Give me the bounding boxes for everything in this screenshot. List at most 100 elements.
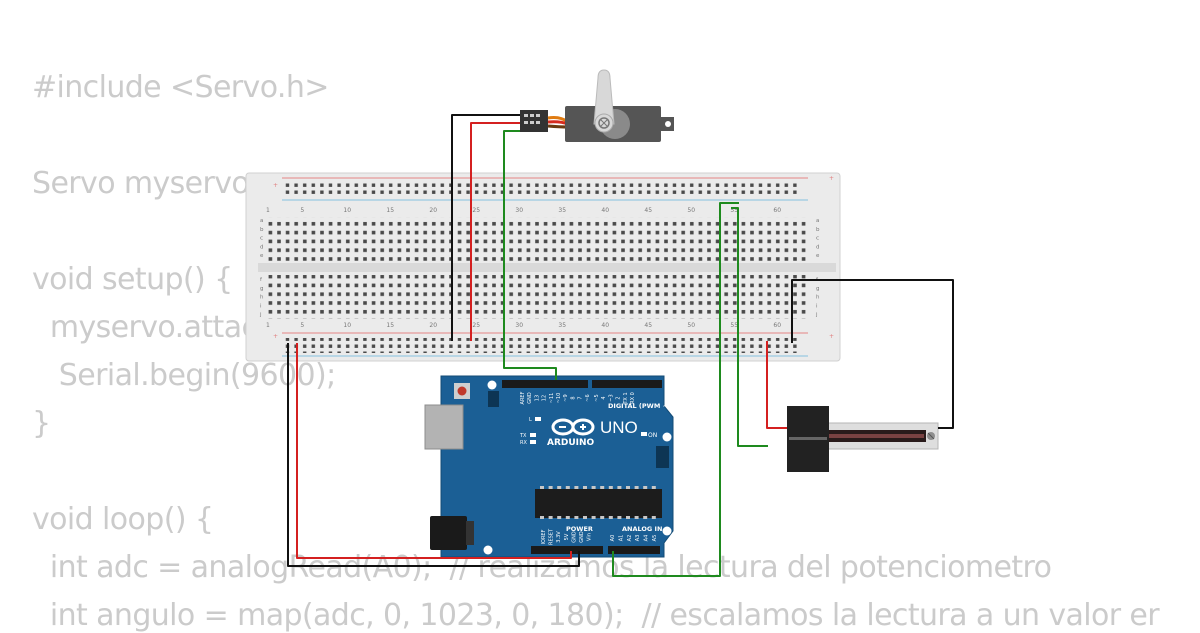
chip-pin	[548, 486, 553, 489]
row-letter: e	[816, 253, 820, 259]
row-letter: c	[816, 236, 819, 242]
reset-button-cap	[457, 386, 467, 396]
digital-pin-label: 8	[570, 396, 576, 399]
wire-servo-signal	[503, 130, 557, 380]
chip-pin	[643, 486, 648, 489]
row-letter: i	[260, 303, 262, 309]
wire-5v-arduino	[296, 343, 572, 559]
column-number: 35	[558, 207, 566, 214]
chip-pin	[574, 486, 579, 489]
digital-pin-label: ~5	[594, 394, 600, 401]
row-letter: d	[260, 244, 264, 250]
rail-plus-label: +	[829, 175, 834, 182]
row-letter: d	[816, 244, 820, 250]
mounting-hole	[487, 380, 497, 390]
chip-pin	[617, 516, 622, 519]
column-number: 60	[773, 207, 781, 214]
top-power-rail-holes	[285, 181, 800, 196]
code-line: int angulo = map(adc, 0, 1023, 0, 180); …	[32, 598, 1160, 633]
rx-led	[530, 440, 536, 444]
digital-pin-label: RX 0	[630, 392, 636, 404]
rx-led-label: RX	[520, 440, 527, 446]
l-led	[535, 417, 541, 421]
arduino-model: UNO	[600, 418, 638, 437]
chip-pin	[540, 516, 544, 519]
chip-pin	[617, 486, 622, 489]
chip-pin	[591, 516, 596, 519]
chip-pin	[557, 486, 562, 489]
row-letter: f	[260, 277, 263, 283]
wires	[287, 114, 954, 577]
column-number: 50	[687, 207, 695, 214]
wire-gnd-arduino	[287, 343, 580, 567]
column-number: 10	[343, 207, 351, 214]
bottom-power-rail-holes	[285, 338, 800, 353]
digital-header-2	[592, 380, 662, 388]
digital-header-1	[502, 380, 588, 388]
mounting-hole	[662, 432, 672, 442]
digital-pin-label: ~9	[563, 394, 569, 401]
chip-pin	[651, 516, 656, 519]
row-letter: c	[260, 236, 263, 242]
power-pin-label: 5V	[564, 533, 570, 540]
potentiometer	[787, 406, 939, 472]
analog-header	[608, 546, 660, 554]
top-terminal-holes	[264, 217, 809, 261]
row-letter: i	[816, 303, 818, 309]
bottom-terminal-holes	[264, 275, 809, 319]
chip-pin	[651, 486, 656, 489]
chip-pin	[600, 486, 605, 489]
analog-pin-label: A4	[644, 535, 650, 542]
arduino-logo	[551, 418, 595, 436]
row-letter: a	[816, 218, 819, 224]
column-number: 60	[773, 322, 781, 329]
chip-pin	[557, 516, 562, 519]
chip-pin	[643, 516, 648, 519]
digital-pin-label: TX 1	[623, 392, 629, 404]
power-label: POWER	[566, 525, 593, 533]
digital-pin-label: 4	[601, 396, 607, 399]
mounting-hole	[483, 545, 493, 555]
chip-pin	[565, 486, 570, 489]
code-line: void loop() {	[32, 502, 214, 537]
row-letter: a	[260, 218, 263, 224]
chip-pin	[583, 486, 587, 489]
row-letter: h	[816, 295, 820, 301]
chip-pin	[574, 516, 579, 519]
chip-pin	[634, 486, 639, 489]
chip-pin	[626, 516, 630, 519]
digital-pin-label: GND	[527, 392, 533, 404]
column-number: 45	[644, 322, 652, 329]
tx-led	[530, 433, 536, 437]
rail-plus-label: +	[273, 182, 278, 189]
center-channel	[258, 263, 836, 272]
rail-plus-label: +	[273, 333, 278, 340]
row-letter: b	[260, 227, 264, 233]
code-line: int adc = analogRead(A0); // realizamos …	[32, 550, 1052, 585]
code-line: void setup() {	[32, 262, 233, 297]
code-line: Servo myservo;	[32, 166, 259, 201]
arduino-brand: ARDUINO	[547, 438, 595, 448]
wire-servo-gnd	[451, 114, 520, 341]
on-led	[641, 432, 647, 436]
wire-wiper-potentiometer	[731, 207, 768, 447]
column-number: 5	[300, 207, 304, 214]
row-letter: j	[815, 312, 818, 318]
chip-pin	[608, 516, 613, 519]
digital-pin-label: AREF	[520, 391, 526, 404]
column-number: 5	[300, 322, 304, 329]
chip-pin	[540, 486, 544, 489]
digital-pin-label: 2	[616, 396, 622, 399]
column-number: 30	[515, 322, 523, 329]
digital-pin-label: ~3	[608, 394, 614, 401]
usb-port	[424, 404, 464, 450]
wire-pot-gnd	[791, 279, 954, 429]
digital-pin-label: ~11	[549, 393, 555, 404]
digital-pin-label: ~6	[585, 394, 591, 401]
code-line: #include <Servo.h>	[32, 70, 329, 105]
digital-pin-label: 13	[534, 395, 540, 401]
analog-pin-label: A0	[610, 535, 616, 542]
servo-motor	[520, 69, 674, 142]
rail-plus-label: +	[829, 333, 834, 340]
